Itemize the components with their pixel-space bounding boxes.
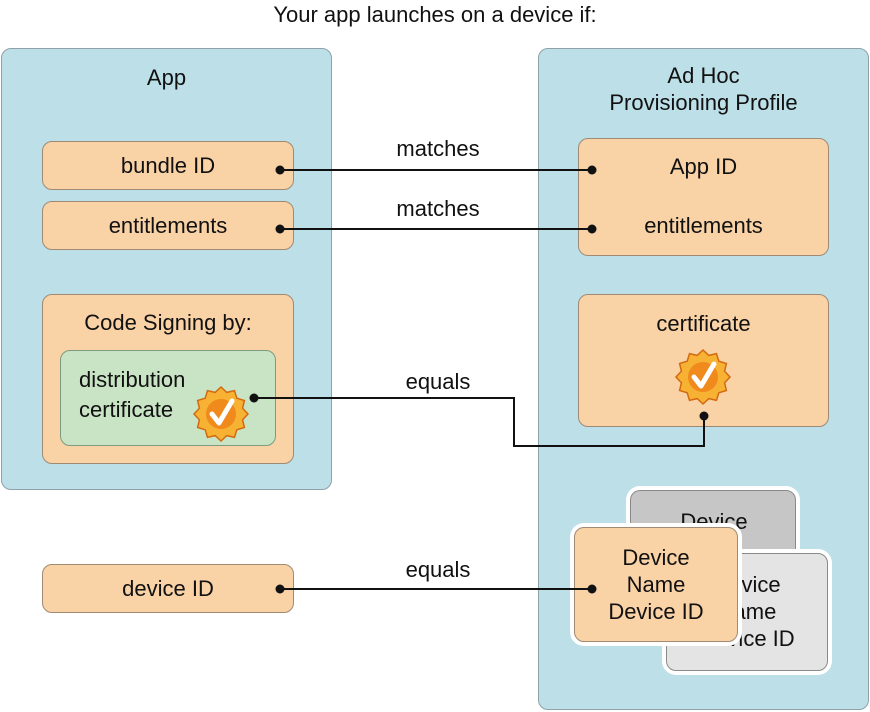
app-entitlements-box: entitlements bbox=[42, 201, 294, 250]
device-card-front: Device Name Device ID bbox=[574, 527, 738, 642]
profile-certificate-label: certificate bbox=[656, 311, 751, 336]
connector-label-entitlements: matches bbox=[396, 196, 480, 221]
app-id-entitlements-box bbox=[578, 138, 829, 256]
diagram-title: Your app launches on a device if: bbox=[273, 2, 597, 27]
profile-label-line1: Ad Hoc bbox=[667, 63, 740, 88]
distribution-certificate-line2: certificate bbox=[79, 397, 174, 422]
device-card-front-line2: Name bbox=[626, 572, 686, 597]
profile-label-line2: Provisioning Profile bbox=[609, 90, 798, 115]
distribution-certificate-box: distribution certificate bbox=[60, 350, 276, 446]
connector-label-certificate: equals bbox=[405, 369, 471, 394]
connector-label-device-id: equals bbox=[405, 557, 471, 582]
bundle-id-box: bundle ID bbox=[42, 141, 294, 190]
app-id-label: App ID bbox=[669, 154, 738, 179]
code-signing-label: Code Signing by: bbox=[84, 310, 252, 335]
distribution-certificate-line1: distribution bbox=[79, 367, 186, 392]
device-card-front-line3: Device ID bbox=[608, 599, 704, 624]
profile-entitlements-label: entitlements bbox=[644, 213, 763, 238]
connector-label-bundle-to-appid: matches bbox=[396, 136, 480, 161]
device-card-front-line1: Device bbox=[622, 545, 690, 570]
app-panel-label: App bbox=[146, 65, 187, 90]
device-id-box: device ID bbox=[42, 564, 294, 613]
